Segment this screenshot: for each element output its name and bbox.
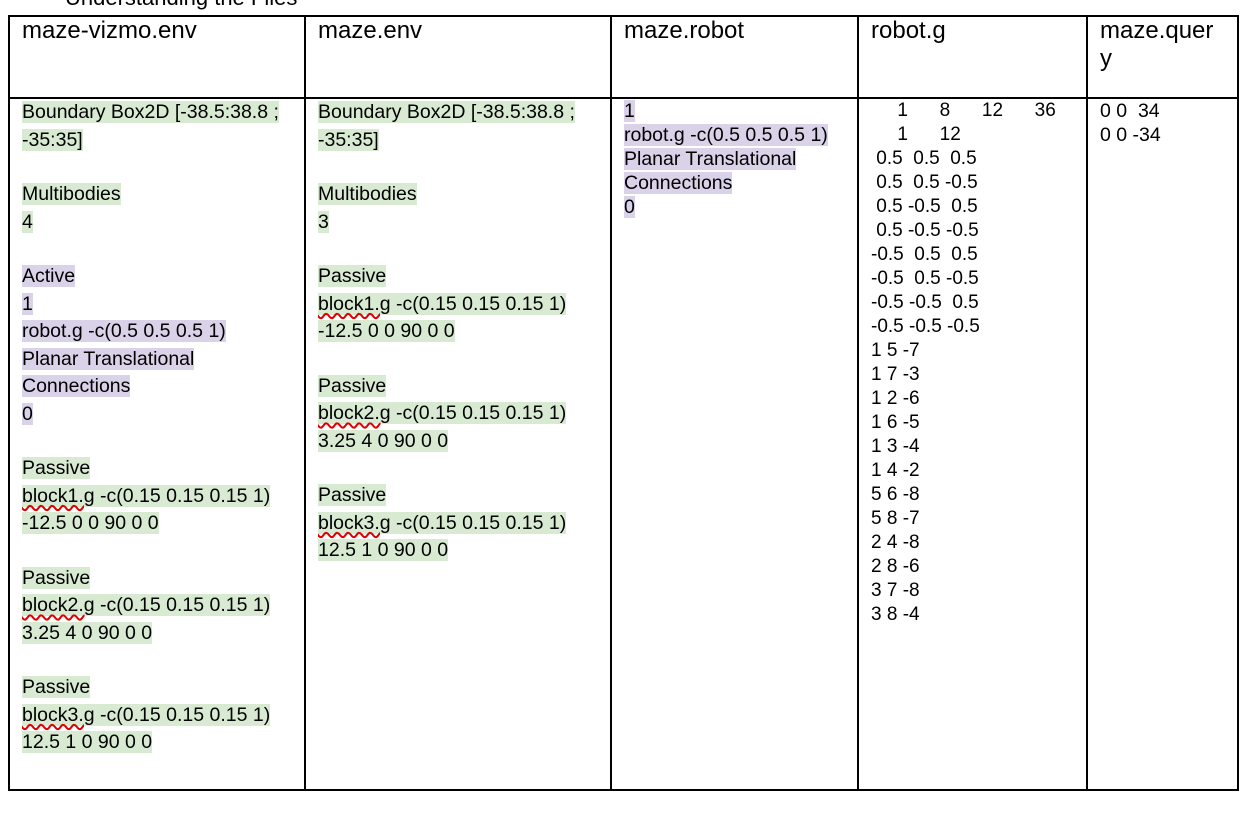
passive-label: Passive [22,676,91,698]
connections-count: 0 [22,402,33,425]
passive-file: block3.g [318,511,391,534]
robot-g-line: 0.5 0.5 -0.5 [871,172,978,193]
header-maze-env: maze.env [304,15,612,99]
header-robot-g: robot.g [857,15,1088,99]
multibodies-count: 3 [318,210,329,233]
robot-g-line: 1 12 [871,124,961,145]
robot-g-content: 1 8 12 36 1 12 0.5 0.5 0.5 0.5 0.5 -0.5 … [857,97,1088,791]
multibodies-section: Multibodies 4 [22,181,292,236]
robot-g-line: 0.5 0.5 0.5 [871,148,977,169]
robot-g-line: 2 8 -6 [871,556,920,577]
passive-color: -c(0.15 0.15 0.15 1) [390,511,567,534]
content-row: Boundary Box2D [-38.5:38.8 ; -35:35] Mul… [8,97,1239,791]
passive-color: -c(0.15 0.15 0.15 1) [94,484,271,507]
robot-g-line: -0.5 0.5 0.5 [871,244,978,265]
passive-label: Passive [318,484,387,506]
connections-label: Connections [22,375,131,397]
robot-g-line: 0.5 -0.5 -0.5 [871,220,979,241]
header-row: maze-vizmo.env maze.env maze.robot robot… [8,15,1239,99]
multibodies-section: Multibodies 3 [318,181,598,236]
passive-file: block3.g [22,703,95,726]
passive-transform: 12.5 1 0 90 0 0 [22,731,153,753]
passive-section: Passive block1.g -c(0.15 0.15 0.15 1) -1… [22,455,292,538]
robot-g-line: 1 3 -4 [871,436,920,457]
passive-label: Passive [318,265,387,287]
passive-file: block2.g [318,402,391,424]
maze-vizmo-env-content: Boundary Box2D [-38.5:38.8 ; -35:35] Mul… [8,97,306,791]
robot-g-line: -0.5 -0.5 0.5 [871,292,979,313]
passive-file: block2.g [22,594,95,616]
passive-transform: -12.5 0 0 90 0 0 [318,320,455,342]
passive-transform: 3.25 4 0 90 0 0 [22,621,153,644]
robot-g-line: 0.5 -0.5 0.5 [871,196,978,217]
robot-line: robot.g -c(0.5 0.5 0.5 1) [22,320,226,342]
robot-g-line: -0.5 -0.5 -0.5 [871,316,980,337]
passive-transform: 3.25 4 0 90 0 0 [318,429,449,452]
robot-g-line: 1 8 12 36 [871,100,1056,121]
passive-transform: -12.5 0 0 90 0 0 [22,512,159,534]
robot-g-line: 1 6 -5 [871,412,920,433]
connections-count: 0 [624,196,635,218]
active-label: Active [22,265,76,287]
active-count: 1 [22,292,33,315]
passive-color: -c(0.15 0.15 0.15 1) [94,594,271,616]
boundary-text: Boundary Box2D [-38.5:38.8 ; -35:35] [318,101,575,151]
boundary-section: Boundary Box2D [-38.5:38.8 ; -35:35] [318,99,598,154]
robot-g-line: 5 8 -7 [871,508,920,529]
passive-section: Passive block2.g -c(0.15 0.15 0.15 1) 3.… [22,565,292,648]
robot-line: robot.g -c(0.5 0.5 0.5 1) [624,124,828,146]
boundary-text: Boundary Box2D [-38.5:38.8 ; -35:35] [22,101,279,151]
robot-count: 1 [624,100,635,122]
passive-file: block1.g [318,292,391,315]
robot-g-line: 1 2 -6 [871,388,920,409]
multibodies-label: Multibodies [22,183,121,205]
files-table: maze-vizmo.env maze.env maze.robot robot… [8,15,1239,791]
active-section: Active 1 robot.g -c(0.5 0.5 0.5 1) Plana… [22,263,292,428]
passive-section: Passive block2.g -c(0.15 0.15 0.15 1) 3.… [318,373,598,456]
page-title: Understanding the Files [65,0,297,10]
header-maze-vizmo-env: maze-vizmo.env [8,15,306,99]
passive-color: -c(0.15 0.15 0.15 1) [390,402,567,424]
robot-g-line: -0.5 0.5 -0.5 [871,268,979,289]
robot-type: Planar Translational [624,148,797,170]
robot-g-line: 1 4 -2 [871,460,920,481]
robot-g-line: 3 8 -4 [871,604,920,625]
query-line: 0 0 -34 [1100,124,1161,146]
query-line: 0 0 34 [1100,100,1160,122]
multibodies-label: Multibodies [318,183,417,205]
multibodies-count: 4 [22,210,33,233]
maze-env-content: Boundary Box2D [-38.5:38.8 ; -35:35] Mul… [304,97,612,791]
header-maze-query: maze.query [1086,15,1239,99]
robot-g-line: 1 7 -3 [871,364,920,385]
boundary-section: Boundary Box2D [-38.5:38.8 ; -35:35] [22,99,292,154]
passive-label: Passive [318,374,387,397]
passive-section: Passive block3.g -c(0.15 0.15 0.15 1) 12… [22,674,292,757]
passive-transform: 12.5 1 0 90 0 0 [318,539,449,561]
robot-g-line: 3 7 -8 [871,580,920,601]
passive-color: -c(0.15 0.15 0.15 1) [390,292,567,315]
passive-section: Passive block3.g -c(0.15 0.15 0.15 1) 12… [318,482,598,565]
passive-file: block1.g [22,484,95,507]
robot-type: Planar Translational [22,347,195,370]
passive-color: -c(0.15 0.15 0.15 1) [94,703,271,726]
connections-label: Connections [624,172,733,194]
robot-g-line: 5 6 -8 [871,484,920,505]
passive-label: Passive [22,457,91,479]
robot-g-line: 1 5 -7 [871,340,920,361]
maze-robot-content: 1 robot.g -c(0.5 0.5 0.5 1) Planar Trans… [610,97,859,791]
header-maze-robot: maze.robot [610,15,859,99]
passive-label: Passive [22,566,91,589]
maze-query-content: 0 0 34 0 0 -34 [1086,97,1239,791]
robot-g-line: 2 4 -8 [871,532,920,553]
passive-section: Passive block1.g -c(0.15 0.15 0.15 1) -1… [318,263,598,346]
